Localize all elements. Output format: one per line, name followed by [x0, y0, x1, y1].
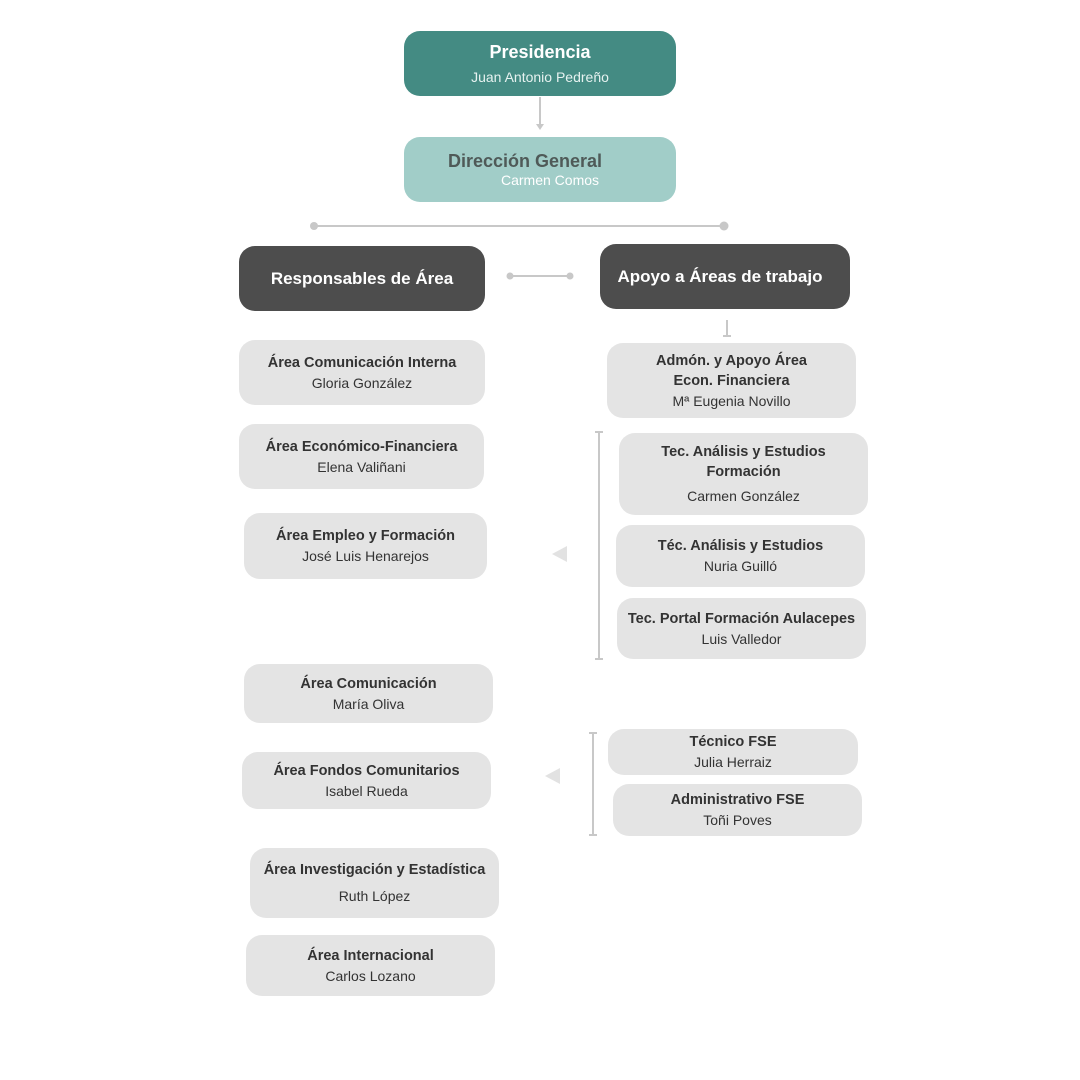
arrow-left-formacion — [552, 546, 567, 562]
node-title: Téc. Análisis y Estudios — [657, 538, 824, 554]
apoyo-areas-header: Apoyo a Áreas de trabajo — [600, 244, 850, 309]
node-person: Toñi Poves — [703, 812, 772, 828]
node-title: Administrativo FSE — [670, 792, 805, 808]
presidencia-node: Presidencia Juan Antonio Pedreño — [404, 31, 676, 96]
connector-dot — [310, 222, 318, 230]
area-node: Área Comunicación María Oliva — [244, 664, 493, 723]
node-title: Admón. y Apoyo Área Econ. Financiera — [656, 352, 807, 389]
area-node: Área Fondos Comunitarios Isabel Rueda — [242, 752, 491, 809]
node-person: Elena Valiñani — [317, 458, 406, 475]
node-person: Mª Eugenia Novillo — [672, 392, 791, 409]
support-node: Téc. Análisis y Estudios Nuria Guilló — [616, 525, 865, 587]
node-person: Gloria González — [311, 374, 413, 391]
node-title: Presidencia — [489, 42, 591, 62]
support-node: Admón. y Apoyo Área Econ. Financiera Mª … — [607, 343, 856, 418]
direccion-general-node: Dirección General Carmen Comos — [404, 137, 676, 202]
node-person: Julia Herraiz — [694, 754, 772, 770]
node-person: Carmen Comos — [500, 172, 600, 188]
responsables-area-header: Responsables de Área — [239, 246, 485, 311]
node-person: María Oliva — [332, 695, 405, 712]
node-title: Tec. Portal Formación Aulacepes — [627, 610, 856, 627]
area-node: Área Investigación y Estadística Ruth Ló… — [250, 848, 499, 918]
header-label: Apoyo a Áreas de trabajo — [617, 266, 823, 286]
area-node: Área Comunicación Interna Gloria Gonzále… — [239, 340, 485, 405]
node-title: Área Comunicación — [300, 675, 437, 692]
node-title: Área Económico-Financiera — [265, 438, 458, 455]
node-title: Área Investigación y Estadística — [263, 862, 486, 878]
arrow-left-fse — [545, 768, 560, 784]
arrow-head-down — [536, 124, 544, 130]
support-node: Administrativo FSE Toñi Poves — [613, 784, 862, 836]
node-person: Nuria Guilló — [703, 558, 778, 574]
node-title: Área Empleo y Formación — [276, 528, 455, 544]
node-title: Dirección General — [447, 151, 603, 171]
node-person: Carmen González — [687, 488, 800, 504]
node-person: Luis Valledor — [701, 630, 782, 647]
support-node: Tec. Portal Formación Aulacepes Luis Val… — [617, 598, 866, 659]
node-title: Técnico FSE — [689, 734, 777, 750]
node-title: Área Fondos Comunitarios — [273, 762, 460, 779]
node-person: Ruth López — [338, 888, 411, 904]
area-node: Área Internacional Carlos Lozano — [246, 935, 495, 996]
node-person: Carlos Lozano — [325, 967, 416, 984]
support-node: Técnico FSE Julia Herraiz — [608, 729, 858, 775]
connector-dot — [506, 272, 514, 280]
node-title: Área Internacional — [307, 947, 434, 964]
node-person: Isabel Rueda — [325, 782, 408, 799]
node-title: Tec. Análisis y Estudios Formación — [661, 444, 826, 480]
node-person: José Luis Henarejos — [302, 548, 429, 564]
node-person: Juan Antonio Pedreño — [471, 69, 609, 85]
area-node: Área Empleo y Formación José Luis Henare… — [244, 513, 487, 579]
connector-dot — [566, 272, 574, 280]
area-node: Área Económico-Financiera Elena Valiñani — [239, 424, 484, 489]
node-title: Área Comunicación Interna — [267, 354, 457, 371]
header-label: Responsables de Área — [270, 268, 454, 288]
connector-dot — [719, 221, 729, 231]
support-node: Tec. Análisis y Estudios Formación Carme… — [619, 433, 868, 515]
